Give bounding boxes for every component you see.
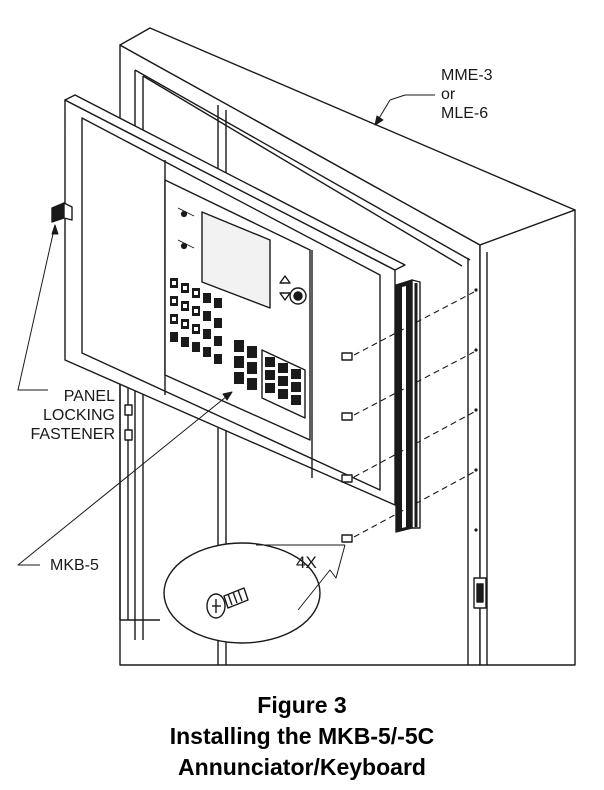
mounting-screws bbox=[341, 291, 475, 543]
gasket-strip bbox=[395, 279, 421, 533]
figure-number: Figure 3 bbox=[257, 692, 347, 718]
fastener-label-line3: FASTENER bbox=[30, 426, 115, 443]
fastener-label: PANEL LOCKING FASTENER bbox=[11, 387, 115, 444]
fastener-label-line1: PANEL bbox=[63, 388, 115, 405]
screw-detail-callout bbox=[163, 542, 346, 644]
leader-lines bbox=[17, 94, 435, 566]
installation-diagram bbox=[17, 27, 576, 666]
quantity-label: 4X bbox=[296, 553, 317, 572]
lower-frame bbox=[119, 380, 160, 621]
figure-caption: Figure 3 Installing the MKB-5/-5C Annunc… bbox=[0, 690, 604, 783]
enclosure-label-line3: MLE-6 bbox=[441, 105, 489, 122]
mkb5-keyboard bbox=[164, 179, 311, 441]
enclosure-label: MME-3 or MLE-6 bbox=[441, 66, 493, 123]
locking-fastener bbox=[51, 202, 73, 223]
fastener-label-line2: LOCKING bbox=[42, 407, 115, 424]
figure-title-line1: Installing the MKB-5/-5C bbox=[169, 723, 435, 749]
figure-title-line2: Annunciator/Keyboard bbox=[178, 754, 426, 780]
enclosure-label-line2: or bbox=[441, 86, 456, 103]
enclosure-label-line1: MME-3 bbox=[441, 67, 493, 84]
keyboard-label: MKB-5 bbox=[50, 557, 99, 574]
